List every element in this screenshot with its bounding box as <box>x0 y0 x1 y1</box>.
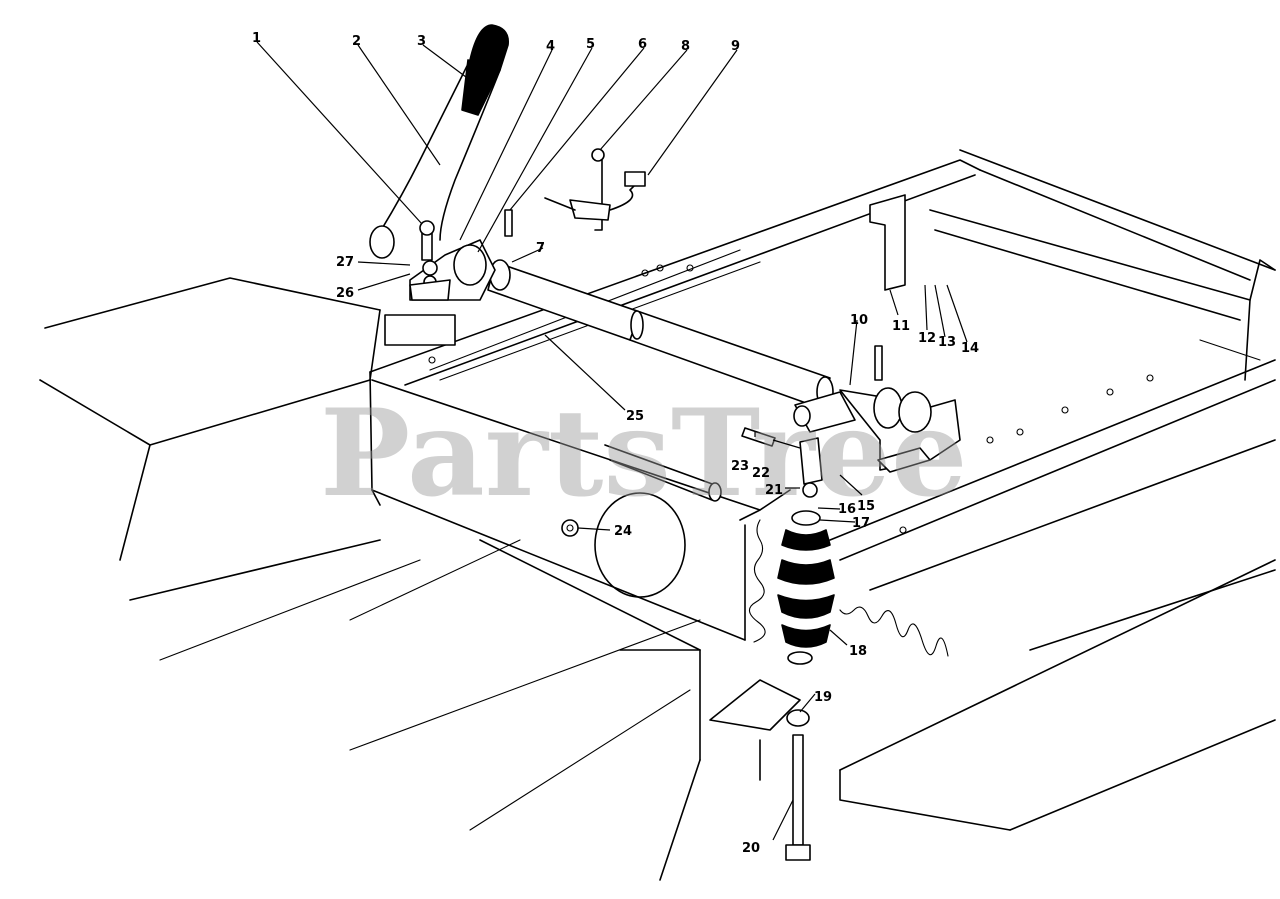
left-deck-housing <box>39 277 521 661</box>
callout-20: 20 <box>742 841 760 856</box>
callout-22: 22 <box>752 466 770 481</box>
callout-19: 19 <box>814 690 832 705</box>
callout-16: 16 <box>838 502 856 517</box>
callout-1: 1 <box>252 31 261 46</box>
callout-7: 7 <box>536 241 545 256</box>
callout-13: 13 <box>938 335 956 350</box>
watermark: PartsTree <box>320 383 967 524</box>
callout-5: 5 <box>586 37 595 52</box>
callout-2: 2 <box>352 34 361 49</box>
callout-21: 21 <box>765 483 783 498</box>
callout-labels: 1 2 3 4 5 6 7 8 9 10 11 12 13 14 15 16 1… <box>252 31 979 856</box>
callout-12: 12 <box>918 331 936 346</box>
callout-23: 23 <box>731 459 749 474</box>
callout-14: 14 <box>961 341 979 356</box>
callout-9: 9 <box>731 39 740 54</box>
callout-17: 17 <box>852 516 870 531</box>
leader-lines <box>256 41 968 841</box>
spring <box>777 510 835 665</box>
callout-18: 18 <box>849 644 867 659</box>
callout-4: 4 <box>546 39 555 54</box>
callout-24: 24 <box>614 524 632 539</box>
callout-27: 27 <box>336 255 354 270</box>
callout-15: 15 <box>857 499 875 514</box>
lift-lever <box>369 24 509 259</box>
callout-6: 6 <box>638 37 647 52</box>
callout-8: 8 <box>681 39 690 54</box>
callout-25: 25 <box>626 409 644 424</box>
lift-shaft <box>384 148 961 861</box>
callout-3: 3 <box>417 34 426 49</box>
callout-11: 11 <box>892 319 910 334</box>
callout-10: 10 <box>850 313 868 328</box>
callout-26: 26 <box>336 286 354 301</box>
